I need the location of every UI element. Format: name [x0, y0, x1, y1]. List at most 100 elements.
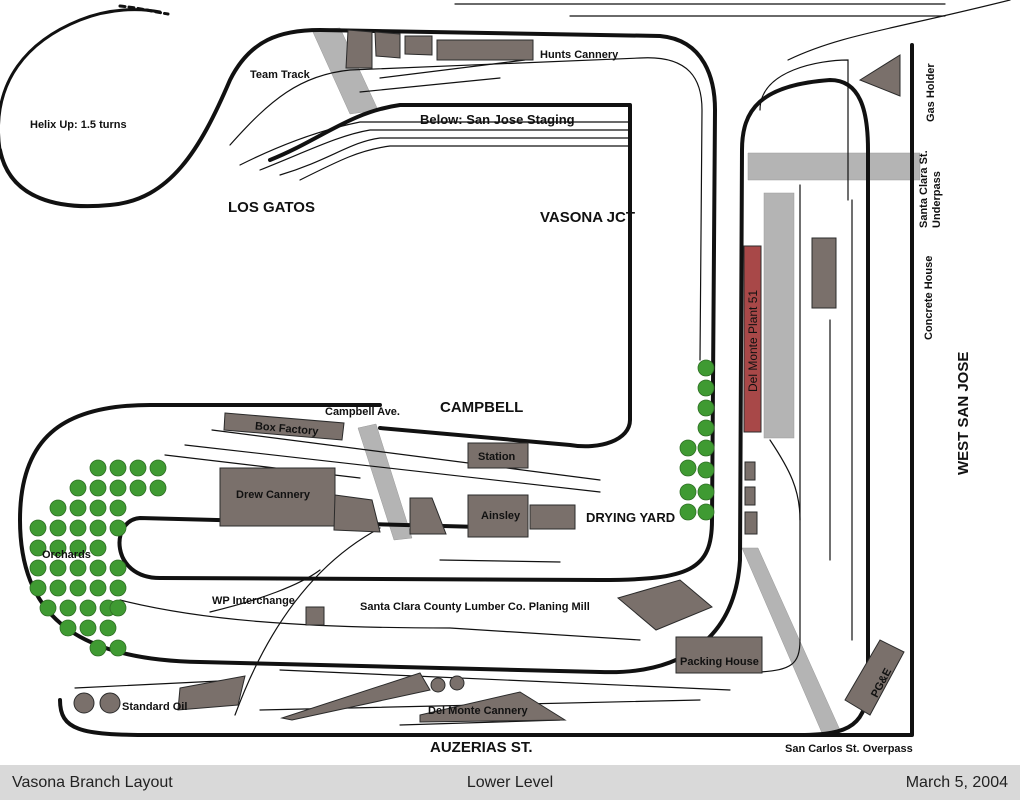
label-gas-holder: Gas Holder: [925, 63, 937, 122]
orchard-tree: [49, 559, 67, 577]
orchard-tree: [69, 519, 87, 537]
footer-title: Vasona Branch Layout: [12, 773, 173, 791]
orchard-tree: [79, 619, 97, 637]
label-santa-clara-2: Underpass: [931, 171, 943, 228]
orchard-tree: [99, 619, 117, 637]
packing-house-building: [675, 636, 763, 674]
road-santa-clara-st: [747, 152, 921, 181]
orchard-tree: [109, 519, 127, 537]
orchard-tree: [109, 559, 127, 577]
oil-tank-1: [73, 692, 95, 714]
label-helix: Helix Up: 1.5 turns: [30, 119, 127, 131]
footer-date: March 5, 2004: [905, 773, 1008, 791]
orchard-tree: [679, 439, 697, 457]
track-plan-diagram: Helix Up: 1.5 turns Team Track Hunts Can…: [0, 0, 1011, 756]
orchard-tree: [49, 519, 67, 537]
oil-tank-2: [99, 692, 121, 714]
orchard-tree: [679, 459, 697, 477]
label-auzerias: AUZERIAS ST.: [430, 739, 533, 756]
team-track-building-3: [404, 35, 433, 56]
label-below-staging: Below: San Jose Staging: [420, 112, 575, 127]
planing-mill-building: [616, 579, 713, 631]
track-helix-dashed: [118, 4, 170, 16]
orchard-tree: [29, 519, 47, 537]
roads: [311, 27, 921, 734]
orchard-tree: [697, 359, 715, 377]
orchard-tree: [109, 639, 127, 657]
orchard-tree: [69, 579, 87, 597]
cannery-annex-2: [409, 497, 447, 535]
footer-bar: Vasona Branch Layout Lower Level March 5…: [0, 765, 1020, 800]
shed-1: [744, 461, 756, 481]
del-monte-warehouse-long: [280, 672, 431, 721]
orchard-tree: [697, 439, 715, 457]
road-del-monte-platform: [763, 192, 795, 439]
orchard-tree: [89, 499, 107, 517]
shed-2: [744, 486, 756, 506]
label-station: Station: [478, 451, 516, 463]
drew-cannery-annex: [333, 494, 381, 533]
orchard-tree: [89, 539, 107, 557]
station-building: [467, 442, 529, 469]
orchard-tree: [89, 459, 107, 477]
buildings: [177, 29, 905, 723]
label-drying-yard: DRYING YARD: [586, 510, 675, 525]
orchard-tree: [129, 459, 147, 477]
del-monte-cannery-building: [419, 691, 567, 723]
track-sidings: [74, 0, 1011, 726]
orchard-tree: [69, 559, 87, 577]
track-inner-campbell: [268, 103, 632, 449]
orchard-tree: [697, 399, 715, 417]
orchard-tree: [59, 619, 77, 637]
box-factory-building: [223, 412, 345, 441]
orchard-tree: [697, 379, 715, 397]
gas-holder-building: [858, 54, 901, 97]
team-track-building-2: [374, 31, 401, 59]
label-drew-cannery: Drew Cannery: [236, 489, 311, 501]
orchard-tree: [679, 483, 697, 501]
orchard-tree: [109, 599, 127, 617]
footer-level: Lower Level: [466, 773, 554, 791]
standard-oil-building: [177, 675, 246, 711]
pge-building: [844, 639, 905, 716]
oil-tanks: [73, 675, 465, 714]
oil-tank-3: [430, 677, 446, 693]
orchard-tree: [697, 461, 715, 479]
track-main: [0, 4, 914, 737]
label-campbell-ave: Campbell Ave.: [325, 406, 400, 418]
label-ainsley: Ainsley: [481, 510, 521, 522]
orchard-tree: [79, 599, 97, 617]
orchard-tree: [109, 479, 127, 497]
label-team-track: Team Track: [250, 69, 311, 81]
team-track-building: [345, 29, 373, 69]
orchard-tree: [697, 503, 715, 521]
label-wp-interchange: WP Interchange: [212, 595, 295, 607]
label-box-factory: Box Factory: [255, 420, 320, 438]
orchard-tree: [49, 579, 67, 597]
orchard-tree: [39, 599, 57, 617]
hunts-cannery-building: [436, 39, 534, 61]
orchard-tree: [109, 579, 127, 597]
labels: Helix Up: 1.5 turns Team Track Hunts Can…: [30, 49, 972, 756]
orchard-tree: [29, 539, 47, 557]
orchard-tree: [69, 479, 87, 497]
label-santa-clara-1: Santa Clara St.: [918, 150, 930, 228]
orchard-tree: [89, 479, 107, 497]
label-lumber-mill: Santa Clara County Lumber Co. Planing Mi…: [360, 601, 590, 613]
label-los-gatos: LOS GATOS: [228, 199, 315, 216]
orchard-tree: [49, 539, 67, 557]
label-packing-house: Packing House: [680, 656, 759, 668]
label-standard-oil: Standard Oil: [122, 701, 187, 713]
warehouse-right: [811, 237, 837, 309]
label-concrete-house: Concrete House: [923, 256, 935, 340]
track-outer-top: [0, 28, 717, 582]
orchard-tree: [679, 503, 697, 521]
orchard-tree: [697, 419, 715, 437]
road-campbell-ave: [357, 423, 413, 541]
orchard-tree: [697, 483, 715, 501]
del-monte-plant-51: [743, 245, 762, 433]
track-west-san-jose: [803, 43, 914, 737]
orchard-tree: [69, 539, 87, 557]
orchard-tree: [149, 479, 167, 497]
label-del-monte-cannery: Del Monte Cannery: [428, 705, 529, 717]
